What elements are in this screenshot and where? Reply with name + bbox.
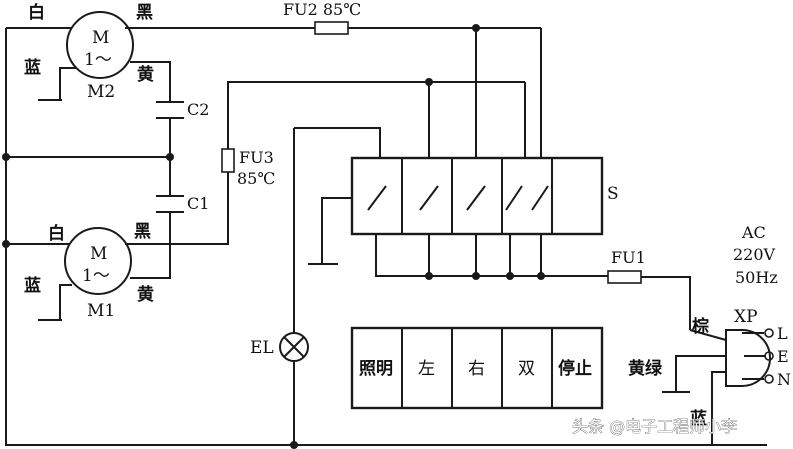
fuse-fu1 xyxy=(607,270,642,284)
switch-contact-4a xyxy=(505,185,523,211)
watermark: 头条 @电子工程师小李 xyxy=(572,417,737,436)
m2-white-label: 白 xyxy=(28,2,45,23)
lamp-label: EL xyxy=(250,338,274,358)
junction-dots xyxy=(2,24,545,449)
motor-m1: M 1～ xyxy=(38,227,132,321)
button-panel xyxy=(350,326,604,410)
m1-black-label: 黑 xyxy=(134,222,151,242)
switch-contact-4b xyxy=(531,185,549,211)
m1-white-label: 白 xyxy=(48,223,65,244)
m2-yellow-label: 黄 xyxy=(137,64,154,85)
switch-wiring xyxy=(293,28,691,445)
fuse-fu1-label: FU1 xyxy=(611,248,646,267)
button-left[interactable]: 左 xyxy=(418,359,435,379)
fuse-fu2-label: FU2 85℃ xyxy=(283,0,361,19)
pin-e-label: E xyxy=(777,347,789,366)
m2-black-label: 黑 xyxy=(136,3,153,23)
capacitor-c1 xyxy=(156,195,184,213)
pin-l-terminal xyxy=(764,328,774,338)
capacitor-c2 xyxy=(156,101,184,119)
capacitor-c1-label: C1 xyxy=(187,194,209,213)
switch-contact-1 xyxy=(367,185,387,211)
switch-contact-3 xyxy=(466,185,486,211)
supply-ac: AC xyxy=(741,223,766,242)
switch-group-label: S xyxy=(607,184,619,204)
m2-blue-label: 蓝 xyxy=(24,58,41,78)
fuse-fu3 xyxy=(221,148,235,173)
pin-l-label: L xyxy=(777,324,788,343)
pin-n-label: N xyxy=(777,370,791,389)
motor-m2-name: M2 xyxy=(87,82,115,102)
wire-brown-label: 棕 xyxy=(692,316,709,337)
fuse-fu3-temp: 85℃ xyxy=(237,169,275,188)
button-double[interactable]: 双 xyxy=(518,359,535,379)
motor-m1-name: M1 xyxy=(87,301,115,321)
motor-m2: M 1～ xyxy=(38,11,134,101)
motor-m1-symbol-bottom: 1～ xyxy=(82,266,110,286)
motor-m2-symbol-top: M xyxy=(92,28,109,48)
pin-n-terminal xyxy=(764,374,774,384)
button-stop[interactable]: 停止 xyxy=(558,358,592,379)
plug-blue-label: 蓝 xyxy=(690,409,707,429)
fuse-fu3-name: FU3 xyxy=(239,148,274,167)
switch-contact-2 xyxy=(419,185,439,211)
capacitor-c2-label: C2 xyxy=(187,100,209,119)
plug-label: XP xyxy=(734,307,758,327)
lamp-el xyxy=(279,332,309,362)
button-right[interactable]: 右 xyxy=(468,359,485,379)
switch-group-s xyxy=(350,156,604,236)
m1-blue-label: 蓝 xyxy=(24,276,41,296)
supply-voltage: 220V xyxy=(733,245,776,264)
motor-m2-symbol-bottom: 1～ xyxy=(84,50,112,70)
plug-xp xyxy=(662,328,774,445)
m1-yellow-label: 黄 xyxy=(137,284,154,305)
button-lighting[interactable]: 照明 xyxy=(359,359,393,379)
motor-m1-symbol-top: M xyxy=(90,244,107,264)
wire-yellow-green-label: 黄绿 xyxy=(628,358,663,379)
left-bus-wires xyxy=(5,27,767,446)
pin-e-terminal xyxy=(764,351,774,361)
supply-frequency: 50Hz xyxy=(735,268,778,287)
fuse-fu2 xyxy=(314,21,349,35)
